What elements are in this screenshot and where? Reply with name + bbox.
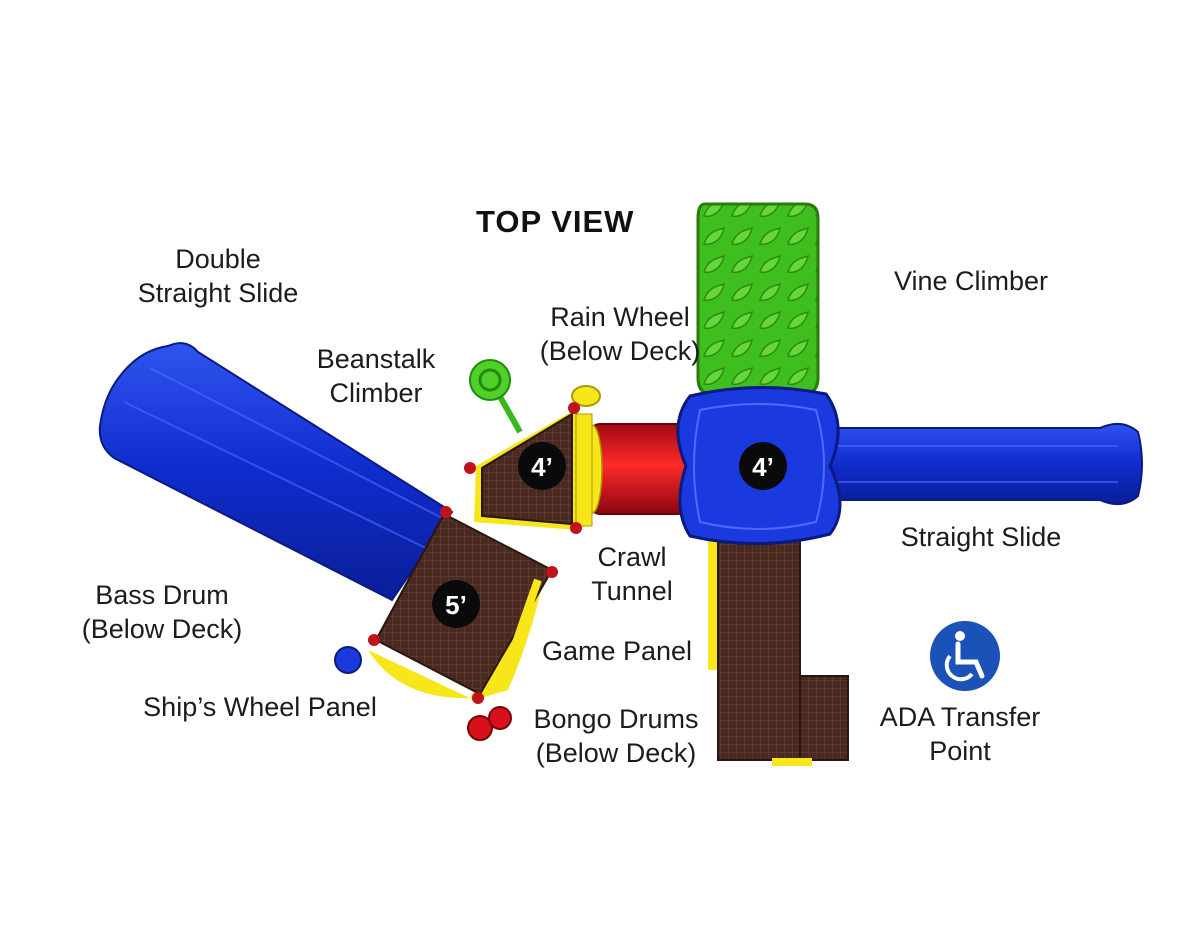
blue-deck-height-text: 4’: [752, 452, 774, 482]
bongo-drums-shape: [468, 707, 511, 740]
label-double-straight-slide: Double Straight Slide: [118, 242, 318, 310]
label-crawl-tunnel: Crawl Tunnel: [576, 540, 688, 608]
triangle-deck-height-text: 4’: [531, 452, 553, 482]
label-vine-climber: Vine Climber: [876, 264, 1066, 298]
ada-transfer-deck-shape: [708, 520, 848, 766]
beanstalk-climber-shape: [470, 360, 520, 432]
triangle-deck-height-badge: 4’: [518, 442, 566, 490]
wheelchair-accessibility-icon: [930, 621, 1000, 691]
crawl-tunnel-shape: [582, 424, 688, 514]
square-deck-height-badge: 5’: [432, 580, 480, 628]
bass-drum-shape: [335, 647, 361, 673]
blue-deck-height-badge: 4’: [739, 442, 787, 490]
square-deck-height-text: 5’: [445, 590, 467, 620]
label-bongo-drums: Bongo Drums (Below Deck): [520, 702, 712, 770]
label-straight-slide: Straight Slide: [884, 520, 1078, 554]
label-rain-wheel: Rain Wheel (Below Deck): [530, 300, 710, 368]
label-game-panel: Game Panel: [532, 634, 702, 668]
label-beanstalk-climber: Beanstalk Climber: [296, 342, 456, 410]
label-ships-wheel-panel: Ship’s Wheel Panel: [130, 690, 390, 724]
diagram-title: TOP VIEW: [476, 204, 634, 240]
label-bass-drum: Bass Drum (Below Deck): [70, 578, 254, 646]
label-ada-transfer-point: ADA Transfer Point: [870, 700, 1050, 768]
vine-climber-shape: [698, 204, 818, 394]
